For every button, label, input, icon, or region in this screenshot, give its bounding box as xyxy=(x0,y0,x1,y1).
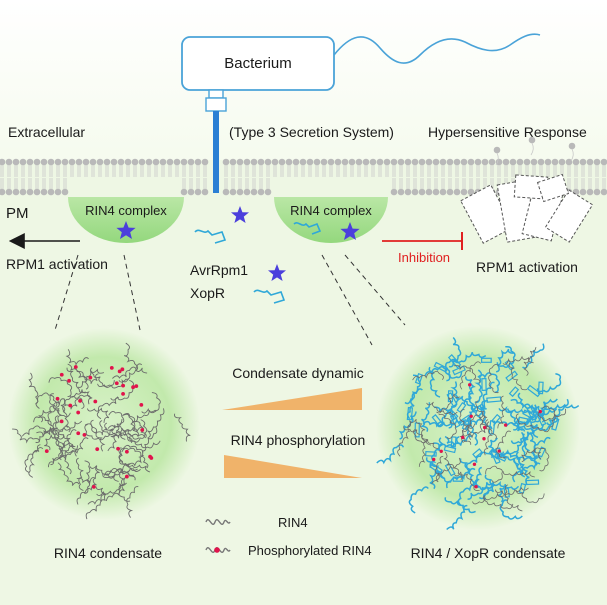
rin4-legend-label: RIN4 xyxy=(278,515,308,530)
avrrpm1-star-icon xyxy=(116,221,136,239)
rpm1-activation-left-label: RPM1 activation xyxy=(6,256,108,272)
extracellular-label: Extracellular xyxy=(8,124,85,140)
inhibition-label: Inhibition xyxy=(398,250,450,265)
phospho-dot-icon xyxy=(214,547,220,553)
phosphorylated-rin4-legend-label: Phosphorylated RIN4 xyxy=(248,543,372,558)
zoom-lines xyxy=(54,254,406,346)
rin4-condensate-label: RIN4 condensate xyxy=(54,545,162,561)
rin4-complex-left: RIN4 complex xyxy=(68,197,184,243)
rin4-xopr-condensate-molecules xyxy=(376,337,580,531)
pm-label: PM xyxy=(6,205,29,222)
xopr-icon xyxy=(194,229,227,244)
avrrpm1-star-icon xyxy=(268,264,286,281)
type3-secretion-system xyxy=(205,89,227,193)
xopr-icon xyxy=(293,222,322,235)
effectors xyxy=(194,206,286,304)
xopr-icon xyxy=(253,289,286,304)
legend: RIN4 Phosphorylated RIN4 xyxy=(205,515,372,558)
rin4-legend-icon xyxy=(205,519,231,525)
bacterium: Bacterium xyxy=(181,33,541,91)
avrrpm1-star-icon xyxy=(340,222,360,240)
rin4-condensate-molecules xyxy=(12,342,191,520)
condensate-dynamic-label: Condensate dynamic xyxy=(232,365,364,381)
rin4-phosphorylation-label: RIN4 phosphorylation xyxy=(231,432,366,448)
avrrpm1-label: AvrRpm1 xyxy=(190,262,248,278)
rin4-complex-right-label: RIN4 complex xyxy=(290,203,372,218)
avrrpm1-star-icon xyxy=(231,206,249,223)
rpm1-activation-right-label: RPM1 activation xyxy=(476,259,578,275)
condensate-dynamic-wedge xyxy=(222,388,362,410)
hypersensitive-response-label: Hypersensitive Response xyxy=(428,124,587,140)
rin4-xopr-condensate-label: RIN4 / XopR condensate xyxy=(411,545,566,561)
rin4-condensate-blob xyxy=(8,328,200,520)
flagellum xyxy=(333,33,541,64)
rin4-complex-left-label: RIN4 complex xyxy=(85,203,167,218)
bacterium-label: Bacterium xyxy=(224,55,292,72)
rin4-complex-right: RIN4 complex xyxy=(274,197,388,243)
t3ss-label: (Type 3 Secretion System) xyxy=(229,124,394,140)
hypersensitive-response-debris xyxy=(460,173,594,244)
rin4-phosphorylation-wedge xyxy=(224,455,362,478)
xopr-label: XopR xyxy=(190,285,225,301)
rin4-xopr-condensate-blob xyxy=(376,326,580,530)
